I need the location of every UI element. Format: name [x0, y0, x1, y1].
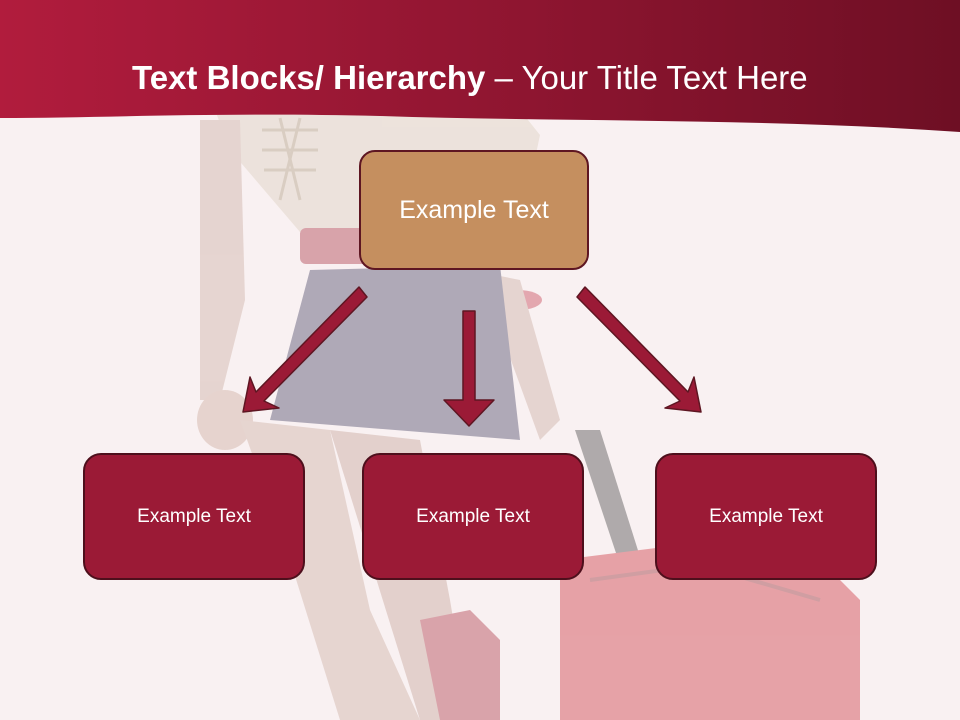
- title-bold: Text Blocks/ Hierarchy: [132, 59, 486, 96]
- arrow-center: [443, 310, 495, 427]
- arrow-left: [242, 286, 368, 413]
- arrow-right: [576, 286, 702, 413]
- title-rest: – Your Title Text Here: [485, 59, 808, 96]
- child-text-block-label: Example Text: [416, 505, 530, 527]
- slide-title: Text Blocks/ Hierarchy – Your Title Text…: [132, 56, 808, 100]
- child-text-block-center: Example Text: [362, 453, 584, 580]
- top-text-block: Example Text: [359, 150, 589, 270]
- child-text-block-label: Example Text: [709, 505, 823, 527]
- child-text-block-left: Example Text: [83, 453, 305, 580]
- child-text-block-label: Example Text: [137, 505, 251, 527]
- child-text-block-right: Example Text: [655, 453, 877, 580]
- top-text-block-label: Example Text: [399, 195, 549, 224]
- header-banner: [0, 0, 960, 132]
